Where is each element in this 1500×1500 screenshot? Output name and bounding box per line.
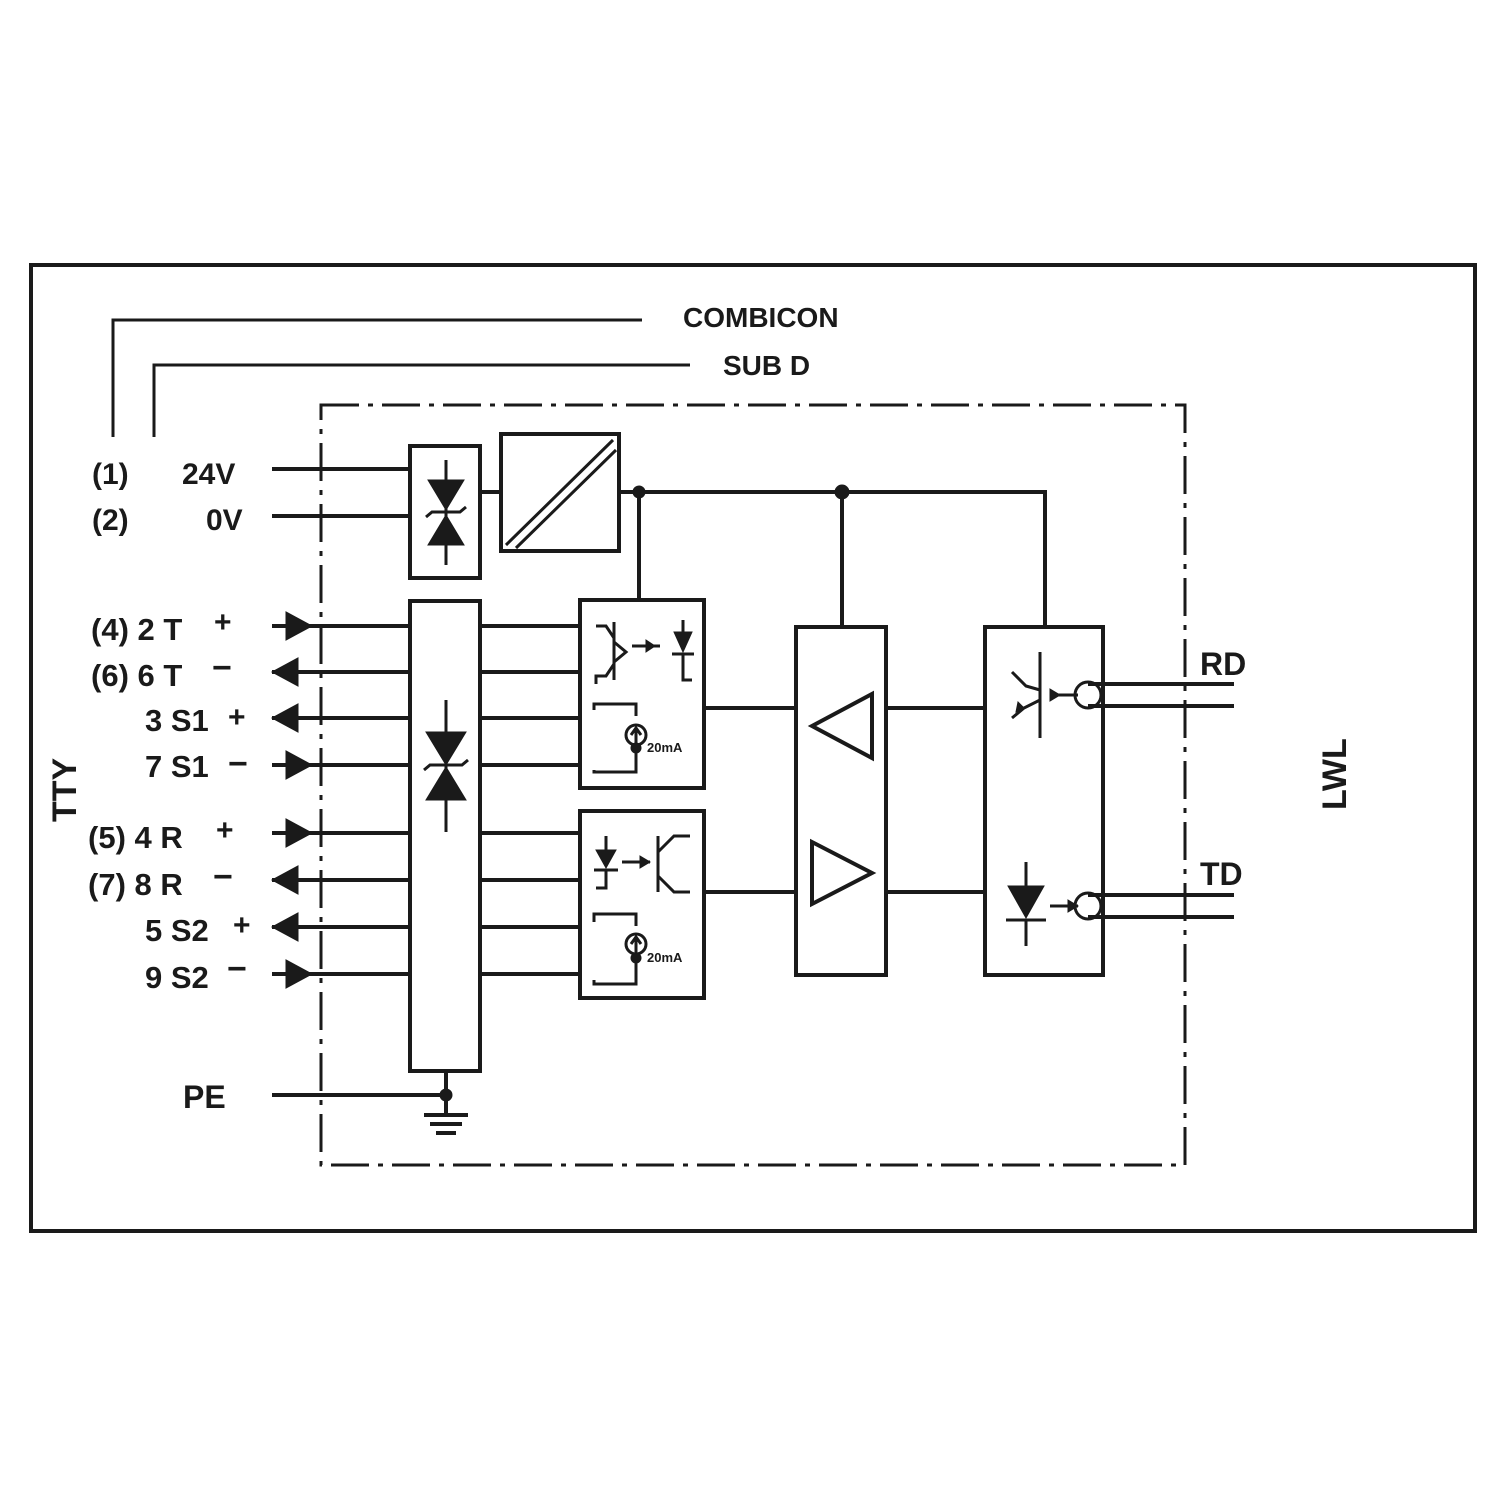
s2-plus-label: 5 S2	[145, 913, 209, 948]
s1-minus-label: 7 S1	[145, 749, 209, 784]
current-source-label-2: 20mA	[647, 950, 683, 965]
td-label: TD	[1200, 856, 1243, 892]
outer-frame	[29, 263, 1477, 1233]
tvs-diode-icon-2	[423, 700, 469, 832]
s2-minus-label: 9 S2	[145, 960, 209, 995]
s1-plus-label: 3 S1	[145, 703, 209, 738]
current-source-icon	[592, 702, 648, 774]
subd-leader	[152, 363, 690, 437]
s1-minus-sign: −	[228, 745, 248, 783]
inner-signal-lines	[480, 624, 580, 976]
amplifier-right-icon	[810, 838, 877, 908]
tty-label: TTY	[46, 757, 84, 822]
current-source-icon-2	[592, 912, 648, 986]
t-minus-sign: −	[212, 649, 232, 687]
junction-dot-2	[834, 484, 850, 500]
fiber-rd-lines	[1088, 682, 1234, 708]
s2-plus-sign: +	[233, 909, 251, 942]
signal-protection-block	[408, 599, 482, 1073]
r-minus-label: (7) 8 R	[88, 867, 183, 902]
r-plus-sign: +	[216, 814, 234, 847]
s2-minus-sign: −	[227, 950, 247, 988]
lwl-label: LWL	[1316, 738, 1354, 810]
t-plus-label: (4) 2 T	[91, 612, 182, 647]
optocoupler-tx-block	[578, 598, 706, 790]
amplifier-left-icon	[807, 690, 874, 762]
pin1-label: (1)	[92, 458, 129, 491]
led-icon-2	[594, 836, 651, 890]
device-boundary	[319, 403, 1187, 1167]
tty-arrows	[271, 611, 313, 989]
converter-diagonal-icon	[504, 438, 618, 550]
fiber-optic-block	[983, 625, 1105, 977]
r-plus-label: (5) 4 R	[88, 820, 183, 855]
rd-label: RD	[1200, 646, 1246, 682]
ground-icon	[424, 1113, 468, 1135]
optocoupler-rx-block	[578, 809, 706, 1000]
current-source-label: 20mA	[647, 740, 683, 755]
combicon-leader	[111, 318, 642, 437]
s1-plus-sign: +	[228, 701, 246, 734]
v24-label: 24V	[182, 458, 235, 491]
phototransistor-icon-2	[656, 834, 690, 894]
amplifier-block	[794, 625, 888, 977]
combicon-label: COMBICON	[683, 302, 839, 333]
pe-junction-dot	[439, 1088, 453, 1102]
subd-label: SUB D	[723, 350, 810, 381]
v0-label: 0V	[206, 504, 243, 537]
fiber-td-lines	[1088, 893, 1234, 919]
phototransistor-icon	[594, 622, 629, 684]
tvs-diode-icon	[425, 460, 467, 565]
junction-dot-1	[632, 485, 646, 499]
pe-label: PE	[183, 1079, 226, 1115]
led-icon	[632, 620, 694, 682]
t-plus-sign: +	[214, 606, 232, 639]
pin2-label: (2)	[92, 504, 129, 537]
r-minus-sign: −	[213, 858, 233, 896]
t-minus-label: (6) 6 T	[91, 658, 182, 693]
supply-rail	[619, 490, 1047, 627]
